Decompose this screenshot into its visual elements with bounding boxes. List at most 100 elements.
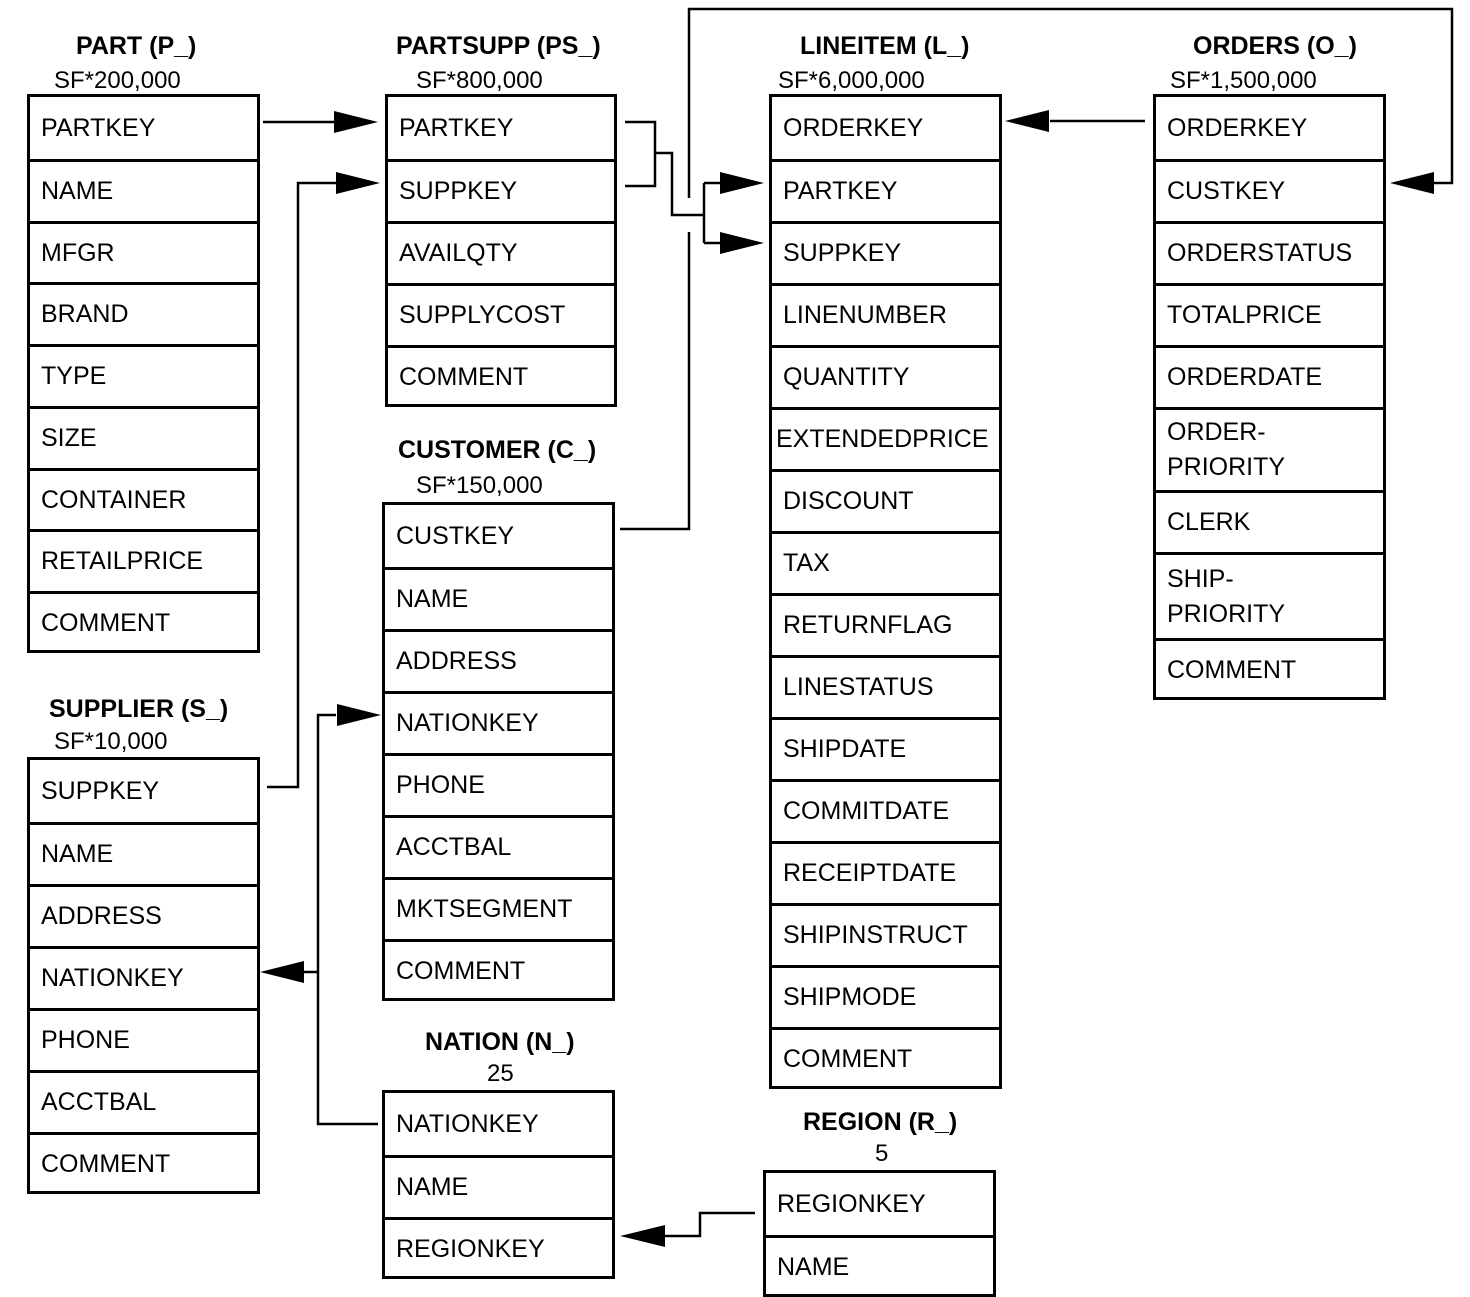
column-name: ORDERSTATUS xyxy=(1167,239,1353,267)
column-name: DISCOUNT xyxy=(783,487,914,515)
table-cardinality: SF*10,000 xyxy=(54,728,168,755)
column-row: RETAILPRICE xyxy=(30,529,257,591)
column-row: SUPPKEY xyxy=(30,760,257,822)
column-name: RETAILPRICE xyxy=(41,547,204,575)
column-row: MKTSEGMENT xyxy=(385,877,612,939)
column-row: SIZE xyxy=(30,406,257,468)
column-name: PARTKEY xyxy=(41,113,156,142)
column-row: NATIONKEY xyxy=(385,1093,612,1155)
column-name: BRAND xyxy=(41,300,129,328)
column-row: COMMENT xyxy=(772,1027,999,1089)
column-row: TOTALPRICE xyxy=(1156,283,1383,345)
column-name: SHIP-PRIORITY xyxy=(1167,564,1286,628)
column-name: EXTENDEDPRICE xyxy=(776,425,989,453)
column-name: AVAILQTY xyxy=(399,239,518,267)
table-cardinality: 5 xyxy=(875,1140,889,1167)
column-name: ACCTBAL xyxy=(396,833,512,861)
column-row: SHIPINSTRUCT xyxy=(772,903,999,965)
table-title: CUSTOMER (C_) xyxy=(398,436,597,464)
column-row: CONTAINER xyxy=(30,468,257,529)
column-name: NAME xyxy=(396,1173,469,1201)
table-title: ORDERS (O_) xyxy=(1193,32,1357,60)
column-name: CUSTKEY xyxy=(396,521,515,550)
column-name: TAX xyxy=(783,549,830,577)
column-name: ORDERDATE xyxy=(1167,363,1323,391)
column-name: NATIONKEY xyxy=(396,709,539,737)
column-name: PHONE xyxy=(41,1026,130,1054)
column-row: AVAILQTY xyxy=(388,221,614,283)
column-row: ORDERDATE xyxy=(1156,345,1383,407)
link-partsupp-lineitem xyxy=(625,120,720,245)
column-row: QUANTITY xyxy=(772,345,999,407)
column-row: COMMENT xyxy=(30,591,257,653)
column-row: CUSTKEY xyxy=(1156,159,1383,221)
column-row: ACCTBAL xyxy=(385,815,612,877)
column-row: PHONE xyxy=(385,753,612,815)
arrowhead xyxy=(1390,172,1434,194)
link-supplier-partsupp xyxy=(267,181,336,789)
table-box: NATIONKEY NAME REGIONKEY xyxy=(382,1090,615,1279)
column-name: ORDER-PRIORITY xyxy=(1167,418,1286,481)
table-title: LINEITEM (L_) xyxy=(800,32,970,60)
column-name: SHIPMODE xyxy=(783,983,917,1011)
column-name: SIZE xyxy=(41,424,97,452)
column-row: EXTENDEDPRICE xyxy=(772,407,999,469)
arrowhead xyxy=(334,111,378,133)
column-name: TYPE xyxy=(41,362,107,390)
column-name: ORDERKEY xyxy=(1167,113,1308,142)
column-row: REGIONKEY xyxy=(385,1217,612,1279)
column-row: REGIONKEY xyxy=(766,1173,993,1235)
column-name: SHIPINSTRUCT xyxy=(783,921,968,949)
link-customer-orders xyxy=(620,7,1454,531)
column-row: ORDERSTATUS xyxy=(1156,221,1383,283)
column-name: COMMITDATE xyxy=(783,797,950,825)
arrowhead xyxy=(1005,110,1049,132)
column-name: ADDRESS xyxy=(396,647,517,675)
column-row: TYPE xyxy=(30,344,257,406)
table-cardinality: SF*200,000 xyxy=(54,67,181,94)
column-row: NAME xyxy=(30,822,257,884)
arrowhead xyxy=(720,232,764,254)
column-row: LINESTATUS xyxy=(772,655,999,717)
column-name: COMMENT xyxy=(41,609,171,637)
column-row: PARTKEY xyxy=(30,97,257,159)
column-name: PARTKEY xyxy=(399,113,514,142)
table-title: NATION (N_) xyxy=(425,1028,575,1056)
column-row: SHIPDATE xyxy=(772,717,999,779)
table-title: REGION (R_) xyxy=(803,1108,958,1136)
column-row: ADDRESS xyxy=(385,629,612,691)
column-name: RETURNFLAG xyxy=(783,611,953,639)
table-cardinality: SF*1,500,000 xyxy=(1170,67,1317,94)
column-name: PARTKEY xyxy=(783,177,898,205)
table-cardinality: SF*6,000,000 xyxy=(778,67,925,94)
arrowhead xyxy=(620,1225,665,1247)
column-row: SHIP-PRIORITY xyxy=(1156,552,1383,638)
column-row: COMMENT xyxy=(1156,638,1383,700)
table-title: PART (P_) xyxy=(76,32,197,60)
column-row: CLERK xyxy=(1156,490,1383,552)
arrowhead xyxy=(260,961,304,983)
column-name: SUPPKEY xyxy=(399,177,518,205)
column-row: CUSTKEY xyxy=(385,505,612,567)
column-name: NAME xyxy=(41,840,114,868)
column-name: NATIONKEY xyxy=(41,964,184,992)
column-name: REGIONKEY xyxy=(777,1189,926,1218)
column-row: ORDERKEY xyxy=(772,97,999,159)
column-row: NATIONKEY xyxy=(385,691,612,753)
column-row: SUPPLYCOST xyxy=(388,283,614,345)
column-row: ORDER-PRIORITY xyxy=(1156,407,1383,490)
column-row: SUPPKEY xyxy=(388,159,614,221)
column-row: RETURNFLAG xyxy=(772,593,999,655)
column-name: COMMENT xyxy=(1167,656,1297,684)
column-name: NATIONKEY xyxy=(396,1109,539,1138)
arrowhead xyxy=(720,172,764,194)
link-region-nation xyxy=(665,1211,755,1238)
column-name: COMMENT xyxy=(783,1045,913,1073)
column-name: NAME xyxy=(41,177,114,205)
